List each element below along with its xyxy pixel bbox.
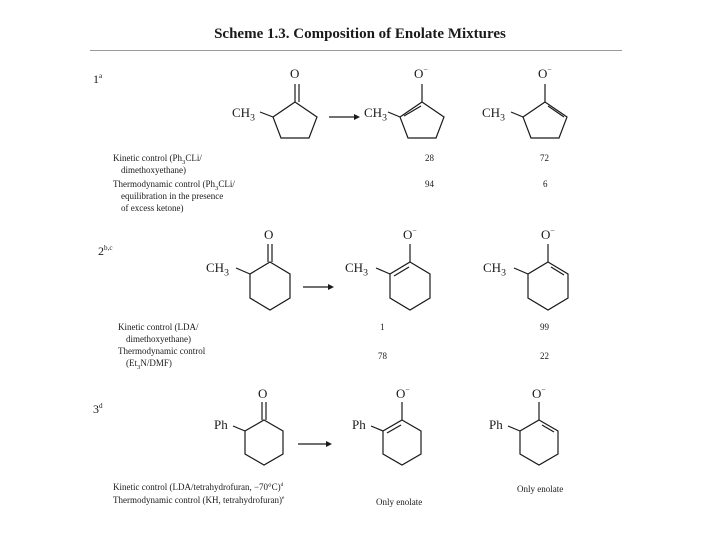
oxygen-label: O <box>264 227 274 242</box>
methyl-label: CH3 <box>483 260 506 279</box>
oxide-label: O− <box>532 385 546 401</box>
title-rule <box>90 50 622 51</box>
phenyl-label: Ph <box>214 417 228 432</box>
entry-number-1: 1a <box>93 72 103 86</box>
ratio-value: 22 <box>540 351 549 361</box>
condition-thermodynamic-1: Thermodynamic control (Ph3CLi/ equilibra… <box>113 179 235 213</box>
ratio-value: Only enolate <box>376 497 423 507</box>
oxygen-label: O <box>258 386 268 401</box>
oxide-label: O− <box>414 65 428 81</box>
ketone-3 <box>232 402 284 466</box>
oxide-label: O− <box>541 226 555 242</box>
condition-thermodynamic-2: Thermodynamic control (Et3N/DMF) <box>118 346 206 371</box>
condition-kinetic-2: Kinetic control (LDA/ dimethoxyethane) <box>118 322 199 344</box>
enolate-1a <box>387 84 445 139</box>
oxide-label: O− <box>403 226 417 242</box>
scheme-title: Scheme 1.3. Composition of Enolate Mixtu… <box>214 26 506 42</box>
entry-number-2: 2b,c <box>98 244 113 258</box>
oxide-label: O− <box>538 65 552 81</box>
ratio-value: 78 <box>378 351 387 361</box>
methyl-label: CH3 <box>345 260 368 279</box>
ratio-value: 72 <box>540 153 549 163</box>
enolate-3a <box>370 402 422 466</box>
ratio-value: 6 <box>543 179 548 189</box>
ratio-value: Only enolate <box>517 484 564 494</box>
condition-kinetic-3: Kinetic control (LDA/tetrahydrofuran, −7… <box>113 482 284 492</box>
condition-kinetic-1: Kinetic control (Ph3CLi/ dimethoxyethane… <box>113 153 202 175</box>
oxygen-label: O <box>290 66 300 81</box>
entry-number-3: 3d <box>93 402 103 416</box>
enolate-2a <box>375 244 431 311</box>
oxide-label: O− <box>396 385 410 401</box>
enolate-3b <box>507 402 559 466</box>
condition-thermodynamic-3: Thermodynamic control (KH, tetrahydrofur… <box>113 495 285 505</box>
ratio-value: 99 <box>540 322 549 332</box>
ratio-value: 94 <box>425 179 434 189</box>
ketone-1 <box>259 84 318 139</box>
phenyl-label: Ph <box>352 417 366 432</box>
methyl-label: CH3 <box>482 105 505 124</box>
methyl-label: CH3 <box>232 105 255 124</box>
ratio-value: 28 <box>425 153 434 163</box>
methyl-label: CH3 <box>364 105 387 124</box>
methyl-label: CH3 <box>206 260 229 279</box>
phenyl-label: Ph <box>489 417 503 432</box>
enolate-1b <box>510 84 568 139</box>
ratio-value: 1 <box>380 322 385 332</box>
ketone-2 <box>235 244 291 311</box>
enolate-2b <box>513 244 569 311</box>
